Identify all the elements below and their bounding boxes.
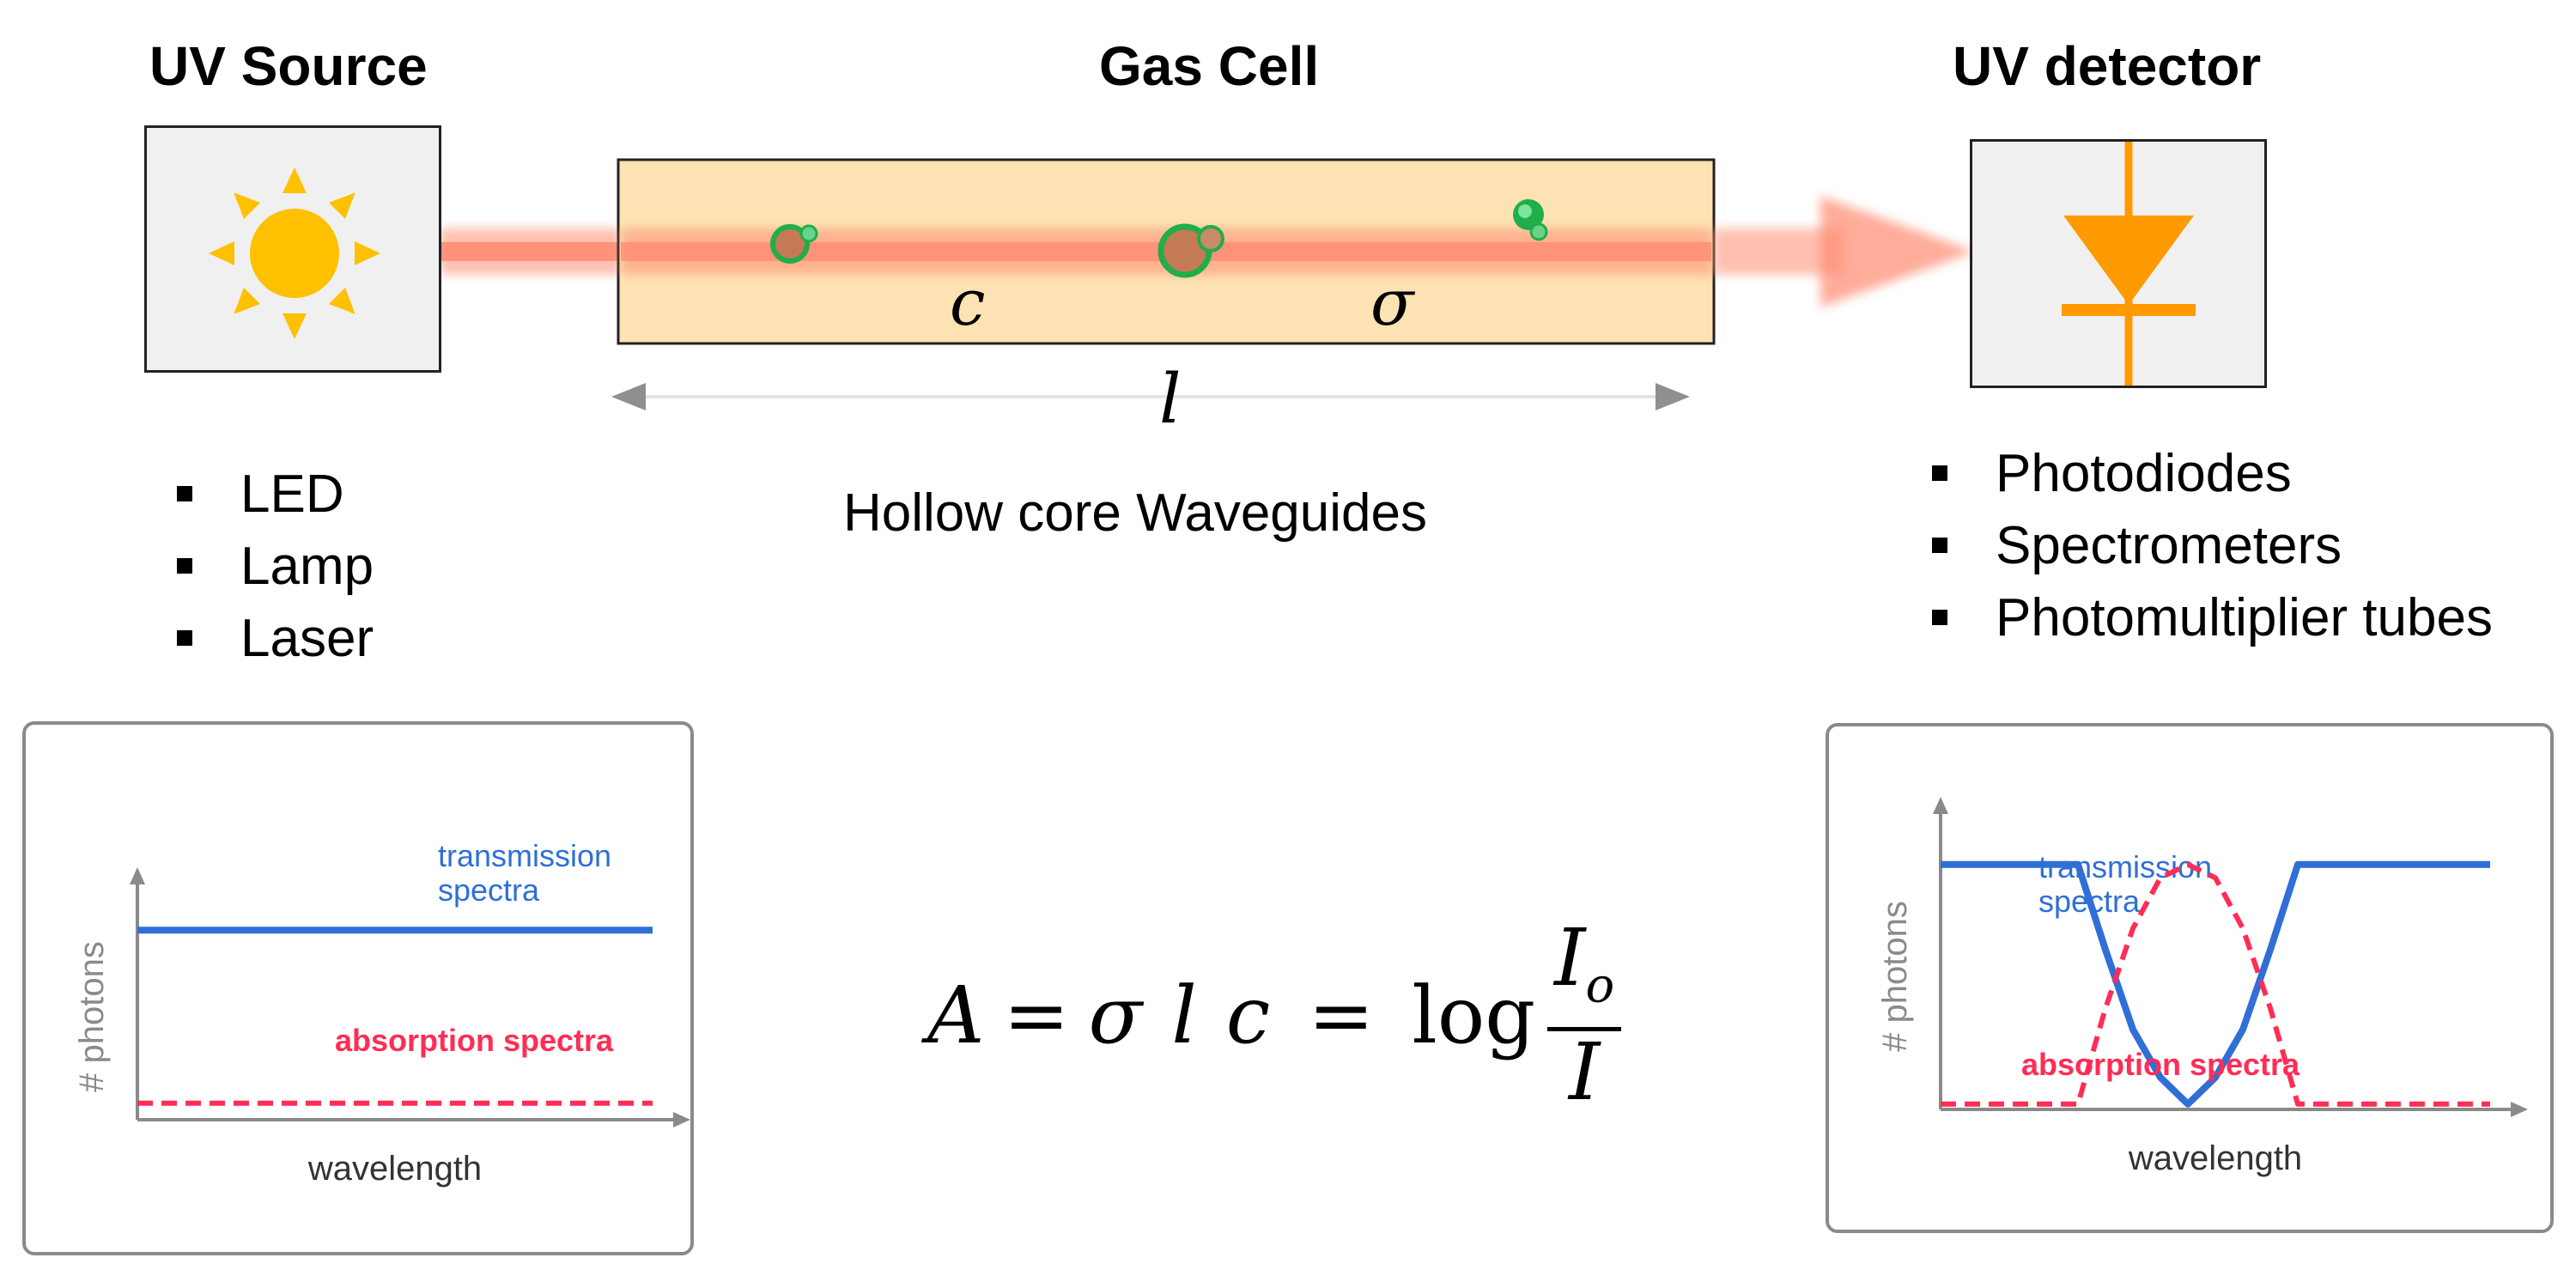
- y-axis-arrow: [130, 867, 145, 884]
- formula-numerator: Io: [1554, 912, 1615, 1014]
- beam-source-core: [440, 242, 620, 261]
- detector-heading: UV detector: [1953, 35, 2262, 97]
- series-line-absorption: [1941, 861, 2490, 1107]
- sun-icon: [209, 167, 380, 339]
- formula-fraction: Io I: [1547, 912, 1622, 1119]
- y-axis-label: # photons: [1876, 901, 1914, 1052]
- y-axis-arrow: [1933, 797, 1948, 814]
- list-item: Photomultiplier tubes: [1927, 582, 2493, 654]
- x-axis-label: wavelength: [2128, 1139, 2302, 1177]
- cell-heading: Gas Cell: [1099, 35, 1320, 97]
- series-line-transmission: [1941, 860, 2490, 1108]
- length-arrow-right: [1656, 383, 1690, 410]
- list-item: Laser: [172, 603, 374, 675]
- x-axis-arrow: [673, 1112, 690, 1127]
- legend-label-absorption: absorption spectra: [335, 1023, 614, 1058]
- formula-absorbance: A: [927, 969, 985, 1062]
- formula-sigma: σ: [1088, 969, 1143, 1062]
- source-heading: UV Source: [149, 35, 428, 97]
- photodiode-icon: [2062, 142, 2196, 386]
- formula-log: log: [1412, 969, 1536, 1062]
- x-axis-arrow: [2511, 1102, 2528, 1117]
- length-symbol: l: [1159, 359, 1182, 439]
- detector-type-list: Photodiodes Spectrometers Photomultiplie…: [1927, 438, 2493, 654]
- source-box: [144, 125, 441, 373]
- molecule-1: [770, 224, 818, 264]
- list-item: LED: [172, 459, 374, 531]
- formula-denominator: I: [1569, 1026, 1601, 1119]
- y-axis-label: # photons: [73, 941, 111, 1092]
- list-item: Spectrometers: [1927, 510, 2493, 582]
- beam-arrowhead: [1820, 196, 1975, 307]
- legend-label-absorption: absorption spectra: [2021, 1047, 2300, 1082]
- list-item: Photodiodes: [1927, 438, 2493, 510]
- list-item: Lamp: [172, 531, 374, 603]
- cross-section-symbol: σ: [1370, 266, 1414, 340]
- formula-length: l: [1171, 969, 1197, 1062]
- formula-equals-2: =: [1308, 969, 1375, 1062]
- cell-caption: Hollow core Waveguides: [843, 483, 1428, 543]
- x-axis-label: wavelength: [307, 1150, 482, 1188]
- formula-concentration: c: [1225, 969, 1271, 1062]
- beer-lambert-formula: A = σ l c = log Io I: [927, 912, 1622, 1119]
- optical-path: [440, 158, 1975, 410]
- concentration-symbol: c: [950, 266, 986, 340]
- molecule-2: [1157, 223, 1224, 278]
- detector-box: [1970, 139, 2267, 388]
- fraction-bar: [1547, 1027, 1622, 1032]
- molecule-3: [1513, 199, 1548, 241]
- formula-equals-1: =: [1003, 969, 1070, 1062]
- length-arrow-left: [611, 383, 646, 410]
- source-type-list: LED Lamp Laser: [172, 459, 374, 675]
